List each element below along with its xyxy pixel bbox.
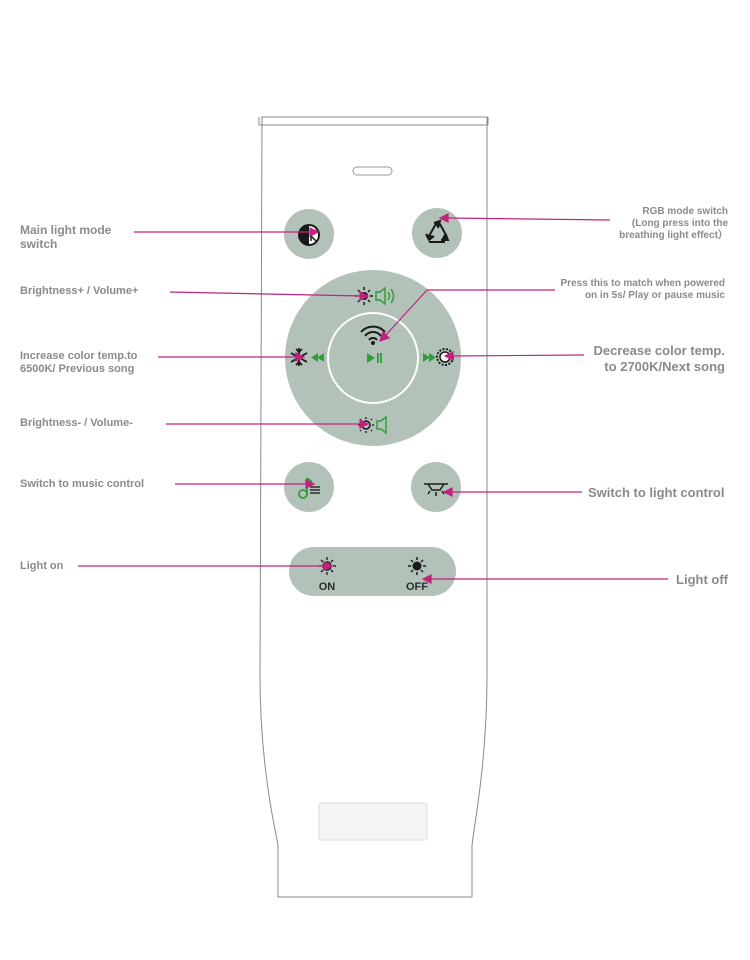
light-off-button[interactable]: OFF <box>393 550 443 594</box>
label-light-off: Light off <box>676 572 728 587</box>
lamp-icon <box>424 483 448 496</box>
leader-rgb-mode <box>445 217 611 221</box>
leader-lines <box>78 213 668 584</box>
leader-brightness-up <box>169 291 363 297</box>
rgb-mode-button[interactable] <box>412 208 462 258</box>
label-color-temp-up: Increase color temp.to 6500K/ Previous s… <box>20 350 138 376</box>
label-music-control: Switch to music control <box>20 478 145 490</box>
recycle-triangle-icon <box>425 219 450 243</box>
led-indicator <box>352 166 393 176</box>
label-pair-play: Press this to match when powered on in 5… <box>560 278 725 301</box>
label-brightness-up: Brightness+ / Volume+ <box>20 285 139 297</box>
wifi-play-pause-icon <box>360 325 386 341</box>
on-off-pill <box>289 547 456 596</box>
color-temp-down-button[interactable] <box>420 344 462 372</box>
label-light-on: Light on <box>20 560 64 572</box>
contrast-circle-icon <box>298 224 320 246</box>
light-on-button[interactable]: ON <box>303 550 353 594</box>
leader-color-temp-down <box>450 354 585 357</box>
label-rgb-mode: RGB mode switch (Long press into the bre… <box>619 206 728 241</box>
light-control-button[interactable] <box>411 462 461 512</box>
label-main-light-mode: Main light mode switch <box>20 223 112 252</box>
brightness-down-button[interactable] <box>350 412 396 438</box>
pair-play-icon-group <box>360 325 386 363</box>
main-light-mode-button[interactable] <box>284 209 334 259</box>
color-temp-up-button[interactable] <box>287 344 329 372</box>
label-brightness-down: Brightness- / Volume- <box>20 417 133 429</box>
label-color-temp-down: Decrease color temp. to 2700K/Next song <box>593 343 725 374</box>
sun-filled-icon <box>408 557 426 575</box>
on-label: ON <box>319 581 336 593</box>
battery-window <box>318 802 428 841</box>
off-label: OFF <box>406 581 428 593</box>
label-light-control: Switch to light control <box>588 485 725 500</box>
